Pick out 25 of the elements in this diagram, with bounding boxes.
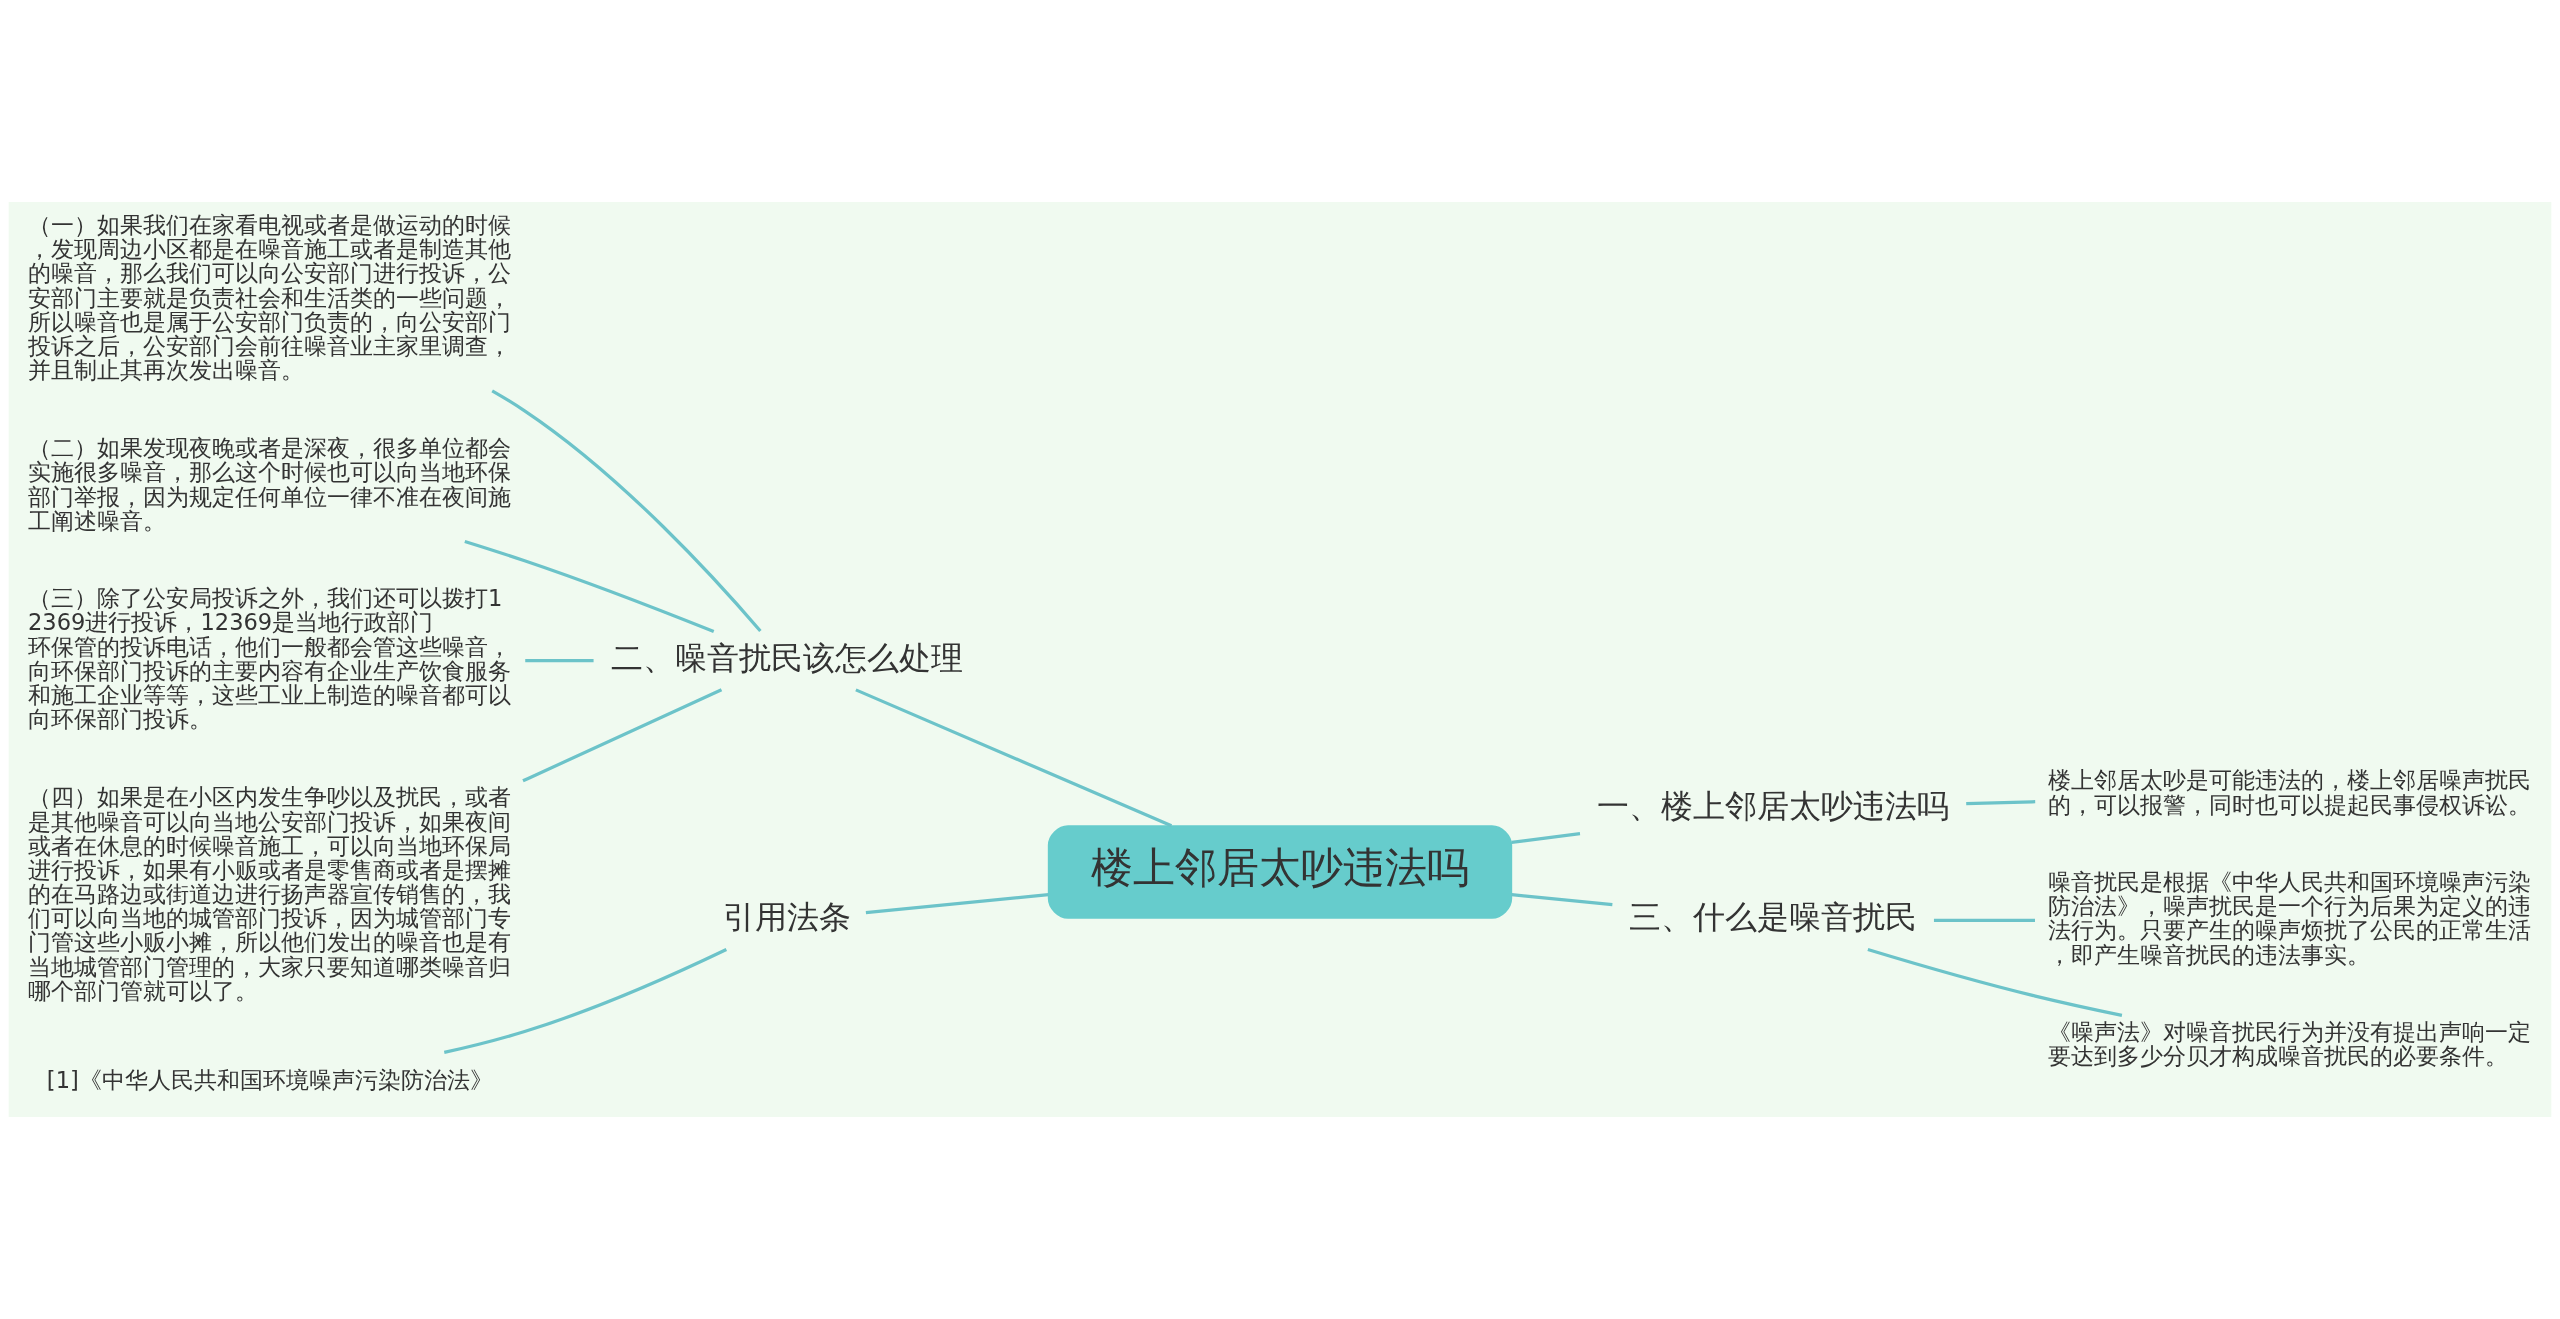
node-text: 一、楼上邻居太吵违法吗 bbox=[1597, 787, 1950, 826]
connector bbox=[1867, 947, 2123, 1017]
connector bbox=[464, 539, 715, 634]
node-text: （四）如果是在小区内发生争吵以及扰民，或者是其他噪音可以向当地公安部门投诉，如果夜间或者在休息的时候噪音施工，可以向当地环保局进行投诉，如果有小贩或者是零售商或者是摆摊的在马路边或街道边进行扬声器宣传销售的，我们可以向当地的城管部门投诉，因为城管部门专门管这些小贩小摊，所以他们发出的噪音也是有当地城管部门管理的，大家只要知道哪类噪音归哪个部门管就可以了。 bbox=[28, 784, 512, 1004]
node-text: （三）除了公安局投诉之外，我们还可以拨打12369进行投诉，12369是当地行政部门环保管的投诉电话，他们一般都会管这些噪音，向环保部门投诉的主要内容有企业生产饮食服务和施工企业等等，这些工业上制造的噪音都可以向环保部门投诉。 bbox=[28, 585, 512, 733]
connector bbox=[522, 688, 723, 783]
connector bbox=[1511, 893, 1613, 907]
connector bbox=[865, 893, 1049, 915]
connector bbox=[443, 948, 728, 1054]
node-text: 楼上邻居太吵是可能违法的，楼上邻居噪声扰民的，可以报警，同时也可以提起民事侵权诉讼。 bbox=[2048, 767, 2532, 818]
connector bbox=[525, 659, 594, 663]
connector bbox=[1511, 832, 1581, 844]
node-text: 《噪声法》对噪音扰民行为并没有提出声响一定要达到多少分贝才构成噪音扰民的必要条件。 bbox=[2048, 1018, 2532, 1070]
node-text: 二、噪音扰民该怎么处理 bbox=[610, 638, 963, 677]
connector bbox=[1933, 918, 2035, 922]
connector bbox=[1966, 800, 2036, 806]
node-text: [1]《中华人民共和国环境噪声污染防治法》 bbox=[46, 1066, 493, 1093]
node-text: （二）如果发现夜晚或者是深夜，很多单位都会实施很多噪音，那么这个时候也可以向当地环保部门举报，因为规定任何单位一律不准在夜间施工阐述噪音。 bbox=[28, 435, 512, 534]
node-text: （一）如果我们在家看电视或者是做运动的时候，发现周边小区都是在噪音施工或者是制造其他的噪音，那么我们可以向公安部门进行投诉，公安部门主要就是负责社会和生活类的一些问题，所以噪音也是属于公安部门负责的，向公安部门投诉之后，公安部门会前往噪音业主家里调查，并且制止其再次发出噪音。 bbox=[28, 211, 512, 384]
connector bbox=[491, 389, 762, 633]
node-text: 噪音扰民是根据《中华人民共和国环境噪声污染防治法》，噪声扰民是一个行为后果为定义的违法行为。只要产生的噪声烦扰了公民的正常生活，即产生噪音扰民的违法事实。 bbox=[2048, 868, 2532, 968]
node-text: 引用法条 bbox=[722, 898, 851, 937]
node-text: 三、什么是噪音扰民 bbox=[1629, 898, 1918, 937]
connector bbox=[855, 688, 1173, 828]
node-box: 楼上邻居太吵违法吗 bbox=[1047, 825, 1513, 919]
